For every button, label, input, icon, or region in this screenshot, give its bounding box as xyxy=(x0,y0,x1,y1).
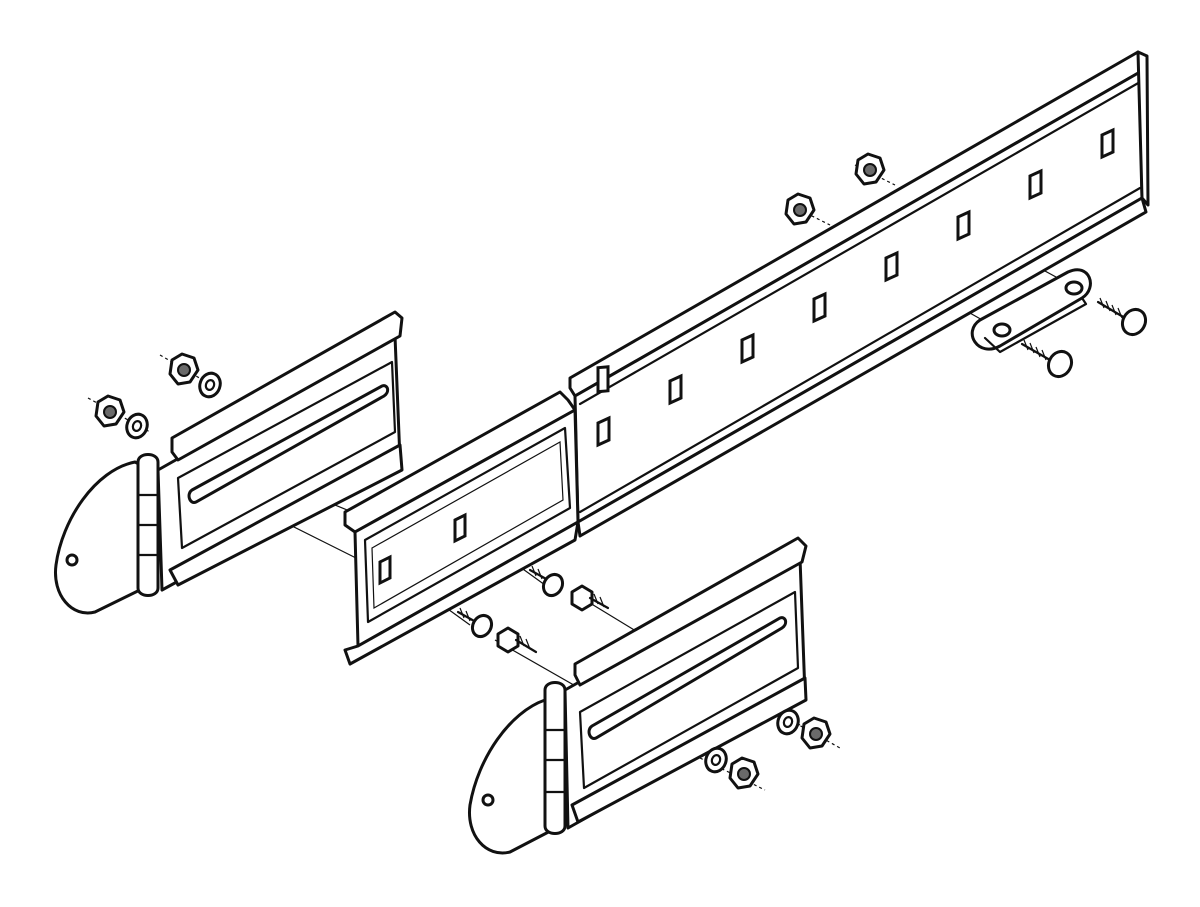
rear-rail-slot-8 xyxy=(1100,127,1115,160)
left-bracket-adjust-slot xyxy=(187,384,390,504)
front-rail-panel-inner xyxy=(371,441,564,610)
front-rail-slot-1 xyxy=(378,554,392,586)
screws xyxy=(456,297,1148,654)
cage-nut-left-2 xyxy=(94,394,126,428)
front-rail-slot-2 xyxy=(453,512,467,544)
rear-rail xyxy=(568,50,1150,538)
rear-rail-slot-5 xyxy=(884,250,899,283)
link-plate-hole-left xyxy=(992,322,1012,338)
left-bracket xyxy=(54,310,404,615)
bottom-bracket-ear-hole xyxy=(481,793,495,807)
left-bracket-top-flange xyxy=(170,310,404,462)
front-rail xyxy=(343,390,580,666)
bottom-bracket-top-flange xyxy=(573,536,808,687)
left-bracket-ear-plate xyxy=(54,460,152,615)
washer-left-1 xyxy=(198,371,222,399)
rear-rail-bottom-edge xyxy=(578,186,1142,514)
fasteners-top xyxy=(784,152,886,226)
front-rail-raised-panel xyxy=(363,426,572,624)
left-bracket-raised-panel xyxy=(176,360,397,550)
screw-hex-2 xyxy=(496,626,538,654)
cage-nut-top-2 xyxy=(854,152,886,186)
washer-bottom-2 xyxy=(704,746,728,774)
screw-hex-1 xyxy=(570,584,610,612)
rear-rail-slots xyxy=(596,365,610,394)
link-plate xyxy=(970,268,1092,354)
bottom-bracket-hinge-barrel xyxy=(543,681,567,835)
cage-nut-bottom-2 xyxy=(728,756,760,790)
left-bracket-bottom-flange xyxy=(168,443,404,587)
fasteners-bottom xyxy=(704,708,832,790)
washer-left-2 xyxy=(125,412,149,440)
bottom-bracket xyxy=(468,536,808,855)
rear-rail-slot xyxy=(596,365,610,394)
rear-rail-end-lip xyxy=(1136,50,1150,207)
bottom-bracket-raised-panel xyxy=(578,590,800,790)
rear-rail-slot-4 xyxy=(812,291,827,324)
link-plate-thickness xyxy=(983,296,1088,354)
rear-rail-slot-7 xyxy=(1028,168,1043,201)
washer-bottom-1 xyxy=(776,708,800,736)
cage-nut-top-1 xyxy=(784,192,816,226)
rear-rail-top-edge xyxy=(578,80,1142,406)
screw-link-right xyxy=(1096,297,1148,337)
rear-rail-bottom-flange xyxy=(576,196,1148,538)
screw-link-left xyxy=(1020,339,1074,379)
cage-nut-bottom-1 xyxy=(800,716,832,750)
left-bracket-ear-hole xyxy=(65,553,79,567)
rear-rail-slot-6 xyxy=(956,209,971,242)
fasteners-left xyxy=(94,352,222,440)
front-rail-bottom-flange xyxy=(343,520,580,666)
link-plate-hole-right xyxy=(1064,280,1084,296)
screw-center-1 xyxy=(528,565,565,598)
rear-rail-slot-2 xyxy=(668,373,683,406)
bottom-bracket-bottom-flange xyxy=(570,676,808,824)
cage-nut-left-1 xyxy=(168,352,200,386)
bottom-bracket-ear-plate xyxy=(468,698,562,855)
rear-rail-slot-3 xyxy=(740,332,755,365)
screw-center-2 xyxy=(456,607,494,639)
bottom-bracket-adjust-slot xyxy=(587,616,788,740)
rear-rail-slot-1 xyxy=(596,415,611,448)
